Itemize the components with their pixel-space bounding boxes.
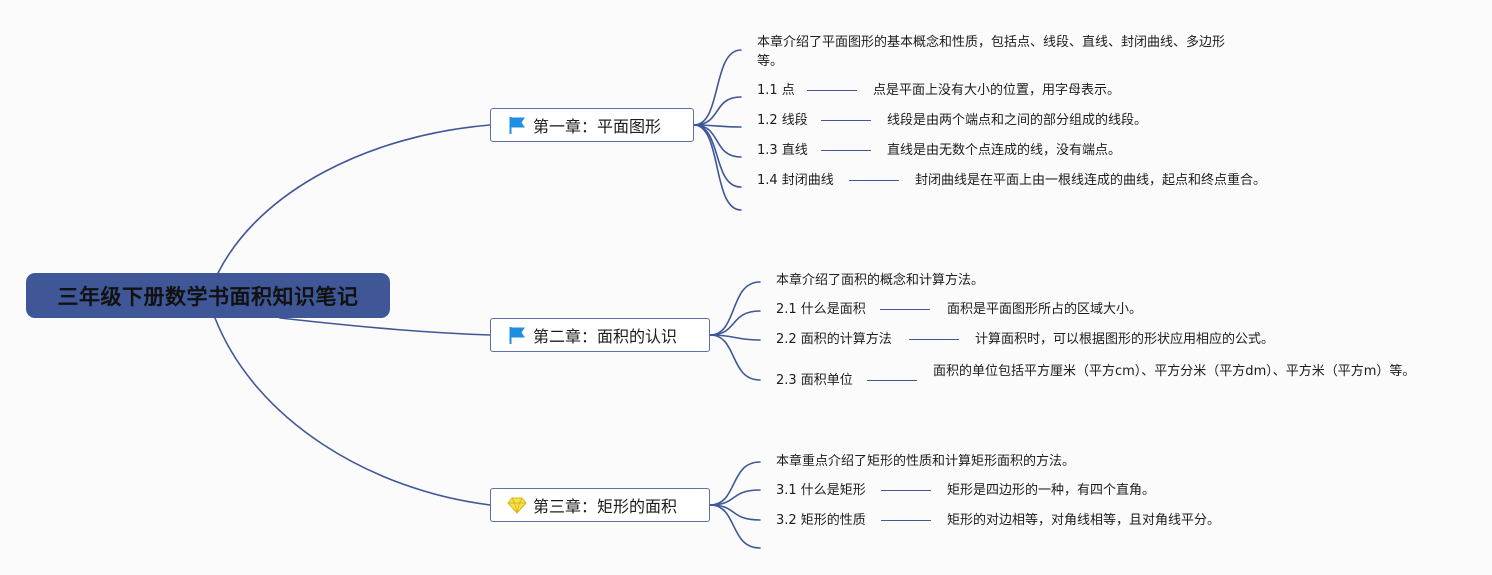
chapter-2-section-2-link (909, 339, 959, 340)
chapter-3-node[interactable]: 第三章：矩形的面积 (490, 488, 710, 522)
chapter-2-section-1-detail: 面积是平面图形所占的区域大小。 (947, 302, 1143, 317)
chapter-1-node[interactable]: 第一章：平面图形 (490, 108, 694, 142)
chapter-1-section-1-detail: 点是平面上没有大小的位置，用字母表示。 (873, 83, 1121, 98)
chapter-1-section-2-link (821, 120, 871, 121)
chapter-1-section-3-detail: 直线是由无数个点连成的线，没有端点。 (887, 143, 1122, 158)
chapter-2-intro: 本章介绍了面积的概念和计算方法。 (776, 273, 985, 288)
connector-root-ch1 (217, 124, 491, 274)
chapter-1-section-2-label: 1.2 线段 (757, 113, 808, 128)
chapter-1-section-4-link (849, 180, 899, 181)
connector-ch3-end (709, 504, 761, 549)
connector-ch3-s1 (709, 489, 761, 506)
chapter-1-section-4-label: 1.4 封闭曲线 (757, 173, 834, 188)
connector-root-ch2 (279, 317, 491, 336)
chapter-3-section-2-detail: 矩形的对边相等，对角线相等，且对角线平分。 (947, 513, 1221, 528)
chapter-1-section-1-link (807, 90, 857, 91)
connector-ch1-intro (693, 49, 742, 126)
chapter-2-section-2-detail: 计算面积时，可以根据图形的形状应用相应的公式。 (975, 332, 1275, 347)
chapter-2-section-1-label: 2.1 什么是面积 (776, 302, 866, 317)
chapter-2-section-1-link (880, 309, 930, 310)
chapter-1-section-4-detail: 封闭曲线是在平面上由一根线连成的曲线，起点和终点重合。 (915, 173, 1267, 188)
connector-ch1-s1 (693, 96, 742, 126)
connector-ch2-s1 (709, 310, 761, 336)
chapter-2-section-2-label: 2.2 面积的计算方法 (776, 332, 892, 347)
chapter-2-section-3-detail: 面积的单位包括平方厘米（平方cm）、平方分米（平方dm）、平方米（平方m）等。 (933, 364, 1416, 379)
chapter-1-section-2-detail: 线段是由两个端点和之间的部分组成的线段。 (887, 113, 1148, 128)
root-title: 三年级下册数学书面积知识笔记 (57, 284, 359, 309)
chapter-3-section-1-link (881, 490, 931, 491)
connector-ch1-s3 (693, 124, 742, 158)
connector-ch3-s2 (709, 504, 761, 521)
chapter-3-title: 第三章：矩形的面积 (533, 497, 678, 516)
blue-flag-icon (507, 325, 527, 345)
chapter-1-section-3-label: 1.3 直线 (757, 143, 808, 158)
chapter-1-section-1-label: 1.1 点 (757, 83, 795, 98)
chapter-1-title: 第一章：平面图形 (533, 117, 662, 136)
chapter-3-section-2-label: 3.2 矩形的性质 (776, 513, 866, 528)
connector-ch2-intro (709, 281, 761, 336)
chapter-2-section-3-label: 2.3 面积单位 (776, 373, 853, 388)
connector-ch3-intro (709, 461, 761, 506)
chapter-1-intro: 本章介绍了平面图形的基本概念和性质，包括点、线段、直线、封闭曲线、多边形等。 (757, 35, 1226, 69)
chapter-3-section-1-label: 3.1 什么是矩形 (776, 483, 866, 498)
connector-ch2-s3 (709, 334, 761, 381)
chapter-2-section-3-link (867, 380, 917, 381)
chapter-3-intro: 本章重点介绍了矩形的性质和计算矩形面积的方法。 (776, 454, 1076, 469)
chapter-2-node[interactable]: 第二章：面积的认识 (490, 318, 710, 352)
connector-ch1-end (693, 124, 742, 211)
yellow-diamond-icon (507, 495, 527, 515)
blue-flag-icon (507, 115, 527, 135)
connector-root-ch3 (214, 317, 491, 506)
chapter-3-section-2-link (881, 520, 931, 521)
root-topic[interactable]: 三年级下册数学书面积知识笔记 (26, 273, 390, 318)
chapter-3-section-1-detail: 矩形是四边形的一种，有四个直角。 (947, 483, 1156, 498)
chapter-1-section-3-link (821, 150, 871, 151)
chapter-2-title: 第二章：面积的认识 (533, 327, 678, 346)
